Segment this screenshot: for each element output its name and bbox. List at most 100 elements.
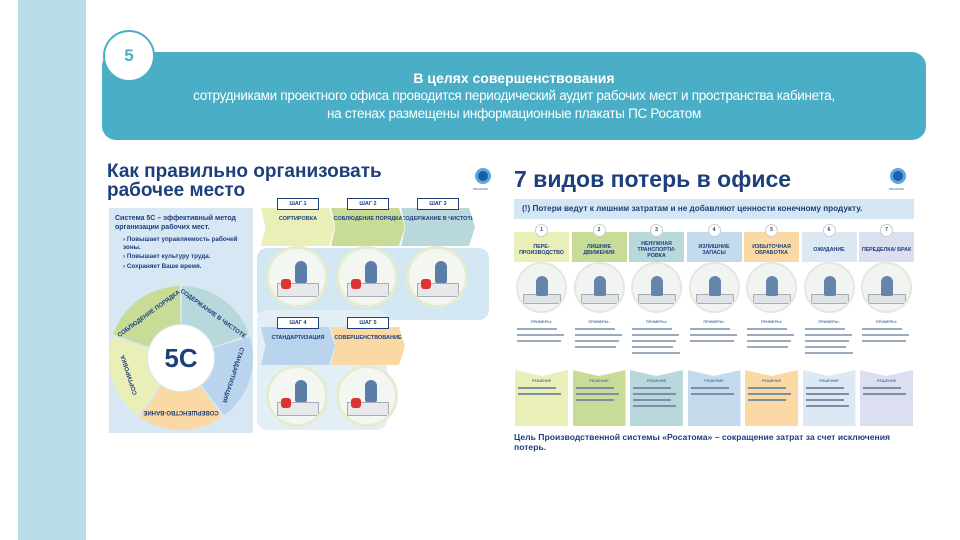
solution-text-line [748, 399, 786, 401]
donut-segment-label: СОВЕРШЕНСТВО-ВАНИЕ [143, 409, 218, 415]
examples-label: ПРИМЕРЫ: [530, 320, 553, 324]
rosatom-logo-icon [475, 168, 491, 184]
step-illustration [336, 365, 398, 427]
waste-number: 7 [880, 224, 893, 237]
panel-bullet: › Сохраняет Ваше время. [123, 263, 202, 270]
5s-info-panel: Система 5С – эффективный метод организац… [109, 208, 253, 433]
poster-7-wastes: 7 видов потерь в офисе РОСАТОМ (!) Потер… [508, 160, 920, 452]
step-name: СОБЛЮДЕНИЕ ПОРЯДКА [333, 216, 403, 222]
waste-number: 1 [535, 224, 548, 237]
example-text-line [632, 328, 672, 330]
example-text-line [862, 328, 902, 330]
examples-label: ПРИМЕРЫ: [818, 320, 840, 324]
poster-5s-workplace: Как правильно организовать рабочее место… [105, 160, 498, 436]
step-name: СОРТИРОВКА [278, 216, 318, 222]
example-text-line [574, 346, 616, 348]
example-text-line [574, 328, 615, 330]
solution-text-line [805, 399, 844, 401]
solution-text-line [805, 405, 849, 407]
poster1-title-line1: Как правильно организовать [107, 161, 382, 182]
solution-text-line [575, 399, 614, 401]
step-banner: СОВЕРШЕНСТВОВАНИЕ [331, 327, 405, 365]
solution-text-line [805, 393, 849, 395]
solution-label: РЕШЕНИЕ [819, 379, 839, 383]
step-tag: ШАГ 1 [277, 198, 319, 210]
panel-bullet: › Повышает культуру труда. [123, 253, 211, 260]
example-text-line [632, 352, 680, 354]
panel-heading: Система 5С – эффективный метод организац… [115, 215, 236, 231]
waste-number: 3 [650, 224, 663, 237]
waste-illustration [631, 262, 682, 313]
step-name: СОВЕРШЕНСТВОВАНИЕ [334, 335, 402, 341]
solution-label: РЕШЕНИЕ [876, 379, 897, 383]
waste-number: 5 [765, 224, 778, 237]
waste-label: ПЕРЕ-ПРОИЗВОДСТВО [514, 232, 569, 262]
waste-label: ИЗБЫТОЧНАЯ ОБРАБОТКА [744, 232, 799, 262]
waste-column: НЕНУЖНАЯ ТРАНСПОРТИ-РОВКА 3 ПРИМЕРЫ: РЕШ… [629, 224, 684, 429]
example-text-line [689, 328, 730, 330]
step-tag: ШАГ 3 [417, 198, 459, 210]
side-accent-strip [18, 0, 86, 540]
example-text-line [517, 340, 561, 342]
waste-label: ЛИШНИЕ ДВИЖЕНИЯ [571, 232, 627, 262]
step-tag: ШАГ 2 [347, 198, 389, 210]
waste-column: ЛИШНИЕ ДВИЖЕНИЯ 2 ПРИМЕРЫ: РЕШЕНИЕ [571, 224, 627, 429]
waste-number: 6 [822, 224, 836, 237]
example-text-line [747, 340, 791, 342]
step-banner: СТАНДАРТИЗАЦИЯ [261, 327, 335, 365]
solution-label: РЕШЕНИЕ [704, 379, 724, 383]
step-illustration [336, 246, 398, 308]
waste-label: ОЖИДАНИЕ [801, 232, 857, 262]
solution-text-line [633, 387, 671, 389]
panel-bullet: › Повышает управляемость рабочей зоны. [123, 236, 238, 251]
donut-center-label: 5С [164, 343, 197, 373]
solution-box: РЕШЕНИЕ [687, 370, 741, 426]
example-text-line [747, 346, 788, 348]
poster1-logo-text: РОСАТОМ [473, 187, 488, 191]
solution-label: РЕШЕНИЕ [589, 379, 609, 383]
waste-column: ПЕРЕ-ПРОИЗВОДСТВО 1 ПРИМЕРЫ: РЕШЕНИЕ [514, 224, 569, 429]
example-text-line [689, 340, 734, 342]
example-text-line [747, 334, 794, 336]
example-text-line [632, 346, 673, 348]
example-text-line [747, 328, 787, 330]
step-name: СТАНДАРТИЗАЦИЯ [271, 335, 325, 341]
examples-label: ПРИМЕРЫ: [703, 320, 725, 324]
waste-column: ИЗЛИШНИЕ ЗАПАСЫ 4 ПРИМЕРЫ: РЕШЕНИЕ [686, 224, 742, 429]
poster1-title-line2: рабочее место [107, 180, 246, 201]
example-text-line [804, 352, 853, 354]
waste-illustration [746, 262, 797, 313]
step-illustration [406, 246, 468, 308]
solution-text-line [690, 387, 729, 389]
example-text-line [804, 328, 845, 330]
info-banner: В целях совершенствования сотрудниками п… [102, 52, 926, 140]
poster2-logo-text: РОСАТОМ [889, 187, 904, 191]
banner-text-line1: сотрудниками проектного офиса проводится… [193, 88, 835, 103]
solution-text-line [690, 393, 734, 395]
step-illustration [266, 246, 328, 308]
example-text-line [632, 340, 676, 342]
banner-title: В целях совершенствования [413, 70, 615, 86]
solution-label: РЕШЕНИЕ [646, 379, 667, 383]
solution-box: РЕШЕНИЕ [630, 370, 683, 426]
solution-text-line [575, 393, 619, 395]
examples-label: ПРИМЕРЫ: [588, 320, 610, 324]
waste-illustration [803, 262, 855, 313]
step-tag: ШАГ 5 [347, 317, 389, 329]
waste-illustration [573, 262, 625, 313]
poster2-title: 7 видов потерь в офисе [514, 166, 792, 192]
solution-box: РЕШЕНИЕ [802, 370, 856, 426]
poster2-footer: Цель Производственной системы «Росатома»… [514, 432, 891, 452]
solution-text-line [863, 387, 901, 389]
waste-column: ИЗБЫТОЧНАЯ ОБРАБОТКА 5 ПРИМЕРЫ: РЕШЕНИЕ [744, 224, 799, 429]
waste-number: 4 [707, 224, 721, 237]
solution-box: РЕШЕНИЕ [745, 370, 798, 426]
donut-segment [201, 336, 253, 416]
waste-label: НЕНУЖНАЯ ТРАНСПОРТИ-РОВКА [629, 232, 684, 262]
solution-box: РЕШЕНИЕ [572, 370, 626, 426]
example-text-line [804, 346, 846, 348]
slide-number-badge: 5 [103, 30, 155, 82]
example-text-line [574, 334, 622, 336]
donut-segment [112, 286, 181, 347]
